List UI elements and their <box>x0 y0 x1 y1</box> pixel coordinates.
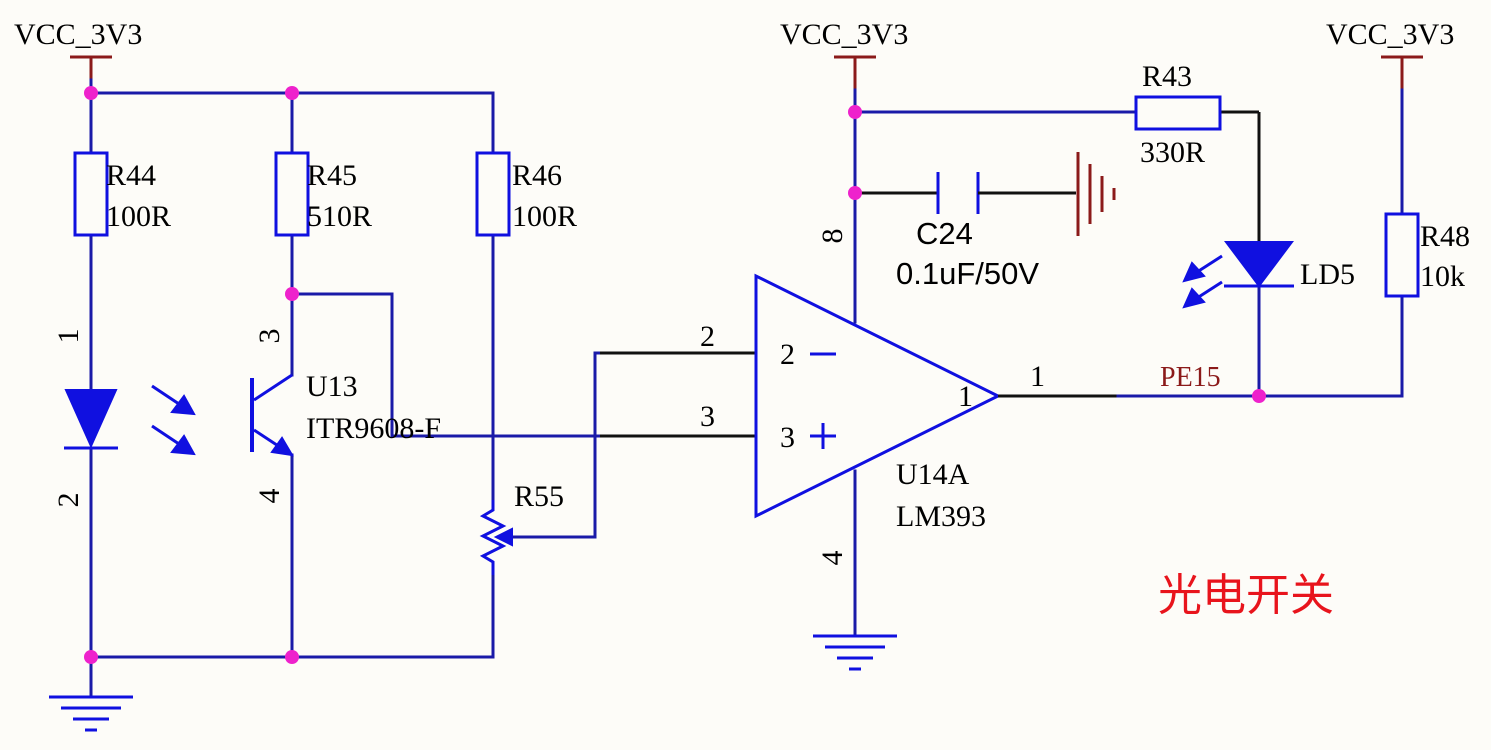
junction-dot <box>1252 389 1266 403</box>
ground-symbol-capacitor <box>1076 152 1116 236</box>
comparator-u14a <box>754 273 1002 519</box>
led-pin-2: 2 <box>52 493 85 508</box>
r44-value: 100R <box>106 200 171 233</box>
r44-ref: R44 <box>106 159 156 192</box>
junction-dot <box>84 650 98 664</box>
junction-dot <box>285 287 299 301</box>
power-symbol-vcc-middle <box>834 55 876 90</box>
r43-value: 330R <box>1140 136 1205 169</box>
junction-dot <box>848 105 862 119</box>
gnd-pin-4: 4 <box>816 551 849 566</box>
junction-dot <box>285 86 299 100</box>
led-ld5-symbol <box>1182 241 1294 309</box>
transistor-pin-4: 4 <box>253 489 286 504</box>
r48-value: 10k <box>1420 260 1465 293</box>
r43-ref: R43 <box>1142 60 1192 93</box>
ground-symbol-left <box>49 695 133 732</box>
output-pin-inside: 1 <box>958 380 973 413</box>
r55-ref: R55 <box>514 480 564 513</box>
power-symbol-vcc-left <box>70 55 112 80</box>
transistor-pin-3: 3 <box>253 329 286 344</box>
r46-value: 100R <box>512 200 577 233</box>
resistor-r48 <box>1384 212 1420 298</box>
resistor-r45 <box>274 151 310 237</box>
junction-dot <box>285 650 299 664</box>
vcc-label-middle: VCC_3V3 <box>780 18 908 51</box>
inv-wire-pin: 2 <box>700 320 715 353</box>
noninv-pin-number: 3 <box>780 421 795 454</box>
u13-ref: U13 <box>306 370 358 403</box>
r45-value: 510R <box>307 200 372 233</box>
resistor-r46 <box>475 151 511 237</box>
r46-ref: R46 <box>512 159 562 192</box>
resistor-r44 <box>73 151 109 237</box>
vcc-label-right: VCC_3V3 <box>1326 18 1454 51</box>
r48-ref: R48 <box>1420 220 1470 253</box>
vcc-label-left: VCC_3V3 <box>14 18 142 51</box>
c24-value: 0.1uF/50V <box>896 256 1039 291</box>
vcc-pin-8: 8 <box>816 229 849 244</box>
junction-dot <box>848 186 862 200</box>
opamp-input-leads <box>600 351 756 438</box>
net-label-pe15: PE15 <box>1160 362 1221 393</box>
r45-ref: R45 <box>307 159 357 192</box>
r43-led-wires <box>853 110 1261 398</box>
u14a-value: LM393 <box>896 500 986 533</box>
junction-dot <box>84 86 98 100</box>
noninv-wire-pin: 3 <box>700 400 715 433</box>
ground-symbol-opamp <box>813 634 897 671</box>
u13-value: ITR9608-F <box>306 412 441 445</box>
ld5-ref: LD5 <box>1300 258 1355 291</box>
schematic-title-note: 光电开关 <box>1158 571 1334 620</box>
ir-led-symbol <box>64 389 118 450</box>
output-pin-wire: 1 <box>1030 360 1045 393</box>
inv-pin-number: 2 <box>780 338 795 371</box>
phototransistor-symbol <box>250 373 294 457</box>
potentiometer-r55 <box>479 500 513 575</box>
c24-ref: C24 <box>916 216 973 251</box>
u14a-ref: U14A <box>896 458 970 491</box>
resistor-r43 <box>1134 95 1222 131</box>
light-coupling-arrows <box>151 384 196 456</box>
power-symbol-vcc-right <box>1381 55 1423 90</box>
led-pin-1: 1 <box>52 329 85 344</box>
capacitor-c24 <box>855 172 1076 214</box>
